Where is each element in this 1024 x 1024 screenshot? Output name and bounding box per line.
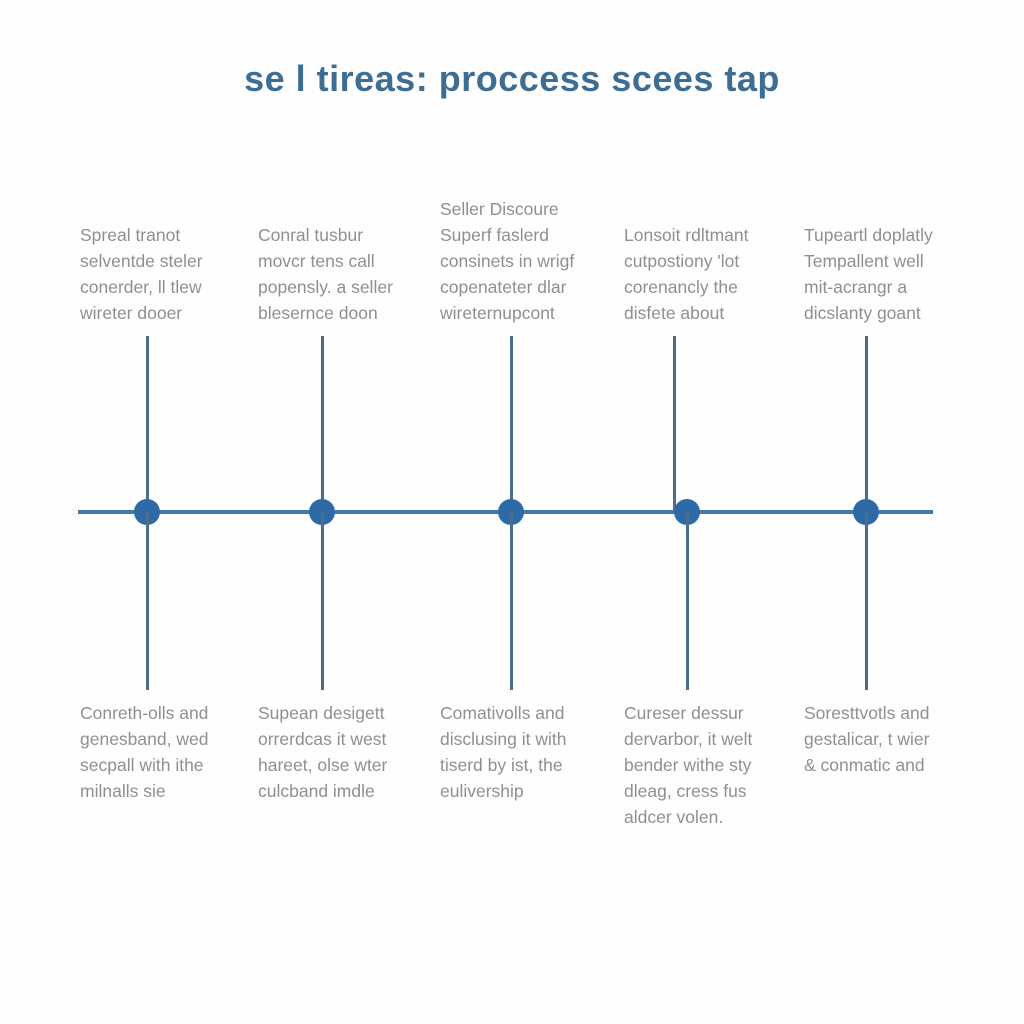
stage-3-top-description: Seller Discoure Superf faslerd consinets… bbox=[440, 199, 575, 323]
stage-5-connector-top bbox=[865, 336, 868, 512]
stage-4-top-description: Lonsoit rdltmant cutpostiony 'lot corena… bbox=[624, 225, 749, 323]
stage-3-connector-bottom bbox=[510, 512, 513, 690]
diagram-title: se l tireas: proccess scees tap bbox=[244, 58, 780, 99]
stage-2-bottom-description: Supean desigett orrerdcas it west hareet… bbox=[258, 703, 388, 801]
stage-3-connector-top bbox=[510, 336, 513, 512]
stage-4-bottom-description: Cureser dessur dervarbor, it welt bender… bbox=[624, 703, 753, 827]
stage-3-bottom-description: Comativolls and disclusing it with tiser… bbox=[440, 703, 567, 801]
stage-1-connector-top bbox=[146, 336, 149, 512]
stage-1-top-description: Spreal tranot selventde steler conerder,… bbox=[80, 225, 203, 323]
stage-1-bottom-description: Conreth-olls and genesband, wed secpall … bbox=[80, 703, 209, 801]
stage-5-connector-bottom bbox=[865, 512, 868, 690]
stage-5-top-description: Tupeartl doplatly Tempallent well mit-ac… bbox=[804, 225, 933, 323]
stage-4-connector-bottom bbox=[686, 512, 689, 690]
stage-5-bottom-description: Soresttvotls and gestalicar, t wier & co… bbox=[804, 703, 930, 775]
stage-2-top-description: Conral tusbur movcr tens call popensly. … bbox=[258, 225, 393, 323]
stage-4-connector-top bbox=[673, 336, 676, 512]
stage-2-connector-bottom bbox=[321, 512, 324, 690]
stage-2-connector-top bbox=[321, 336, 324, 512]
stage-1-connector-bottom bbox=[146, 512, 149, 690]
